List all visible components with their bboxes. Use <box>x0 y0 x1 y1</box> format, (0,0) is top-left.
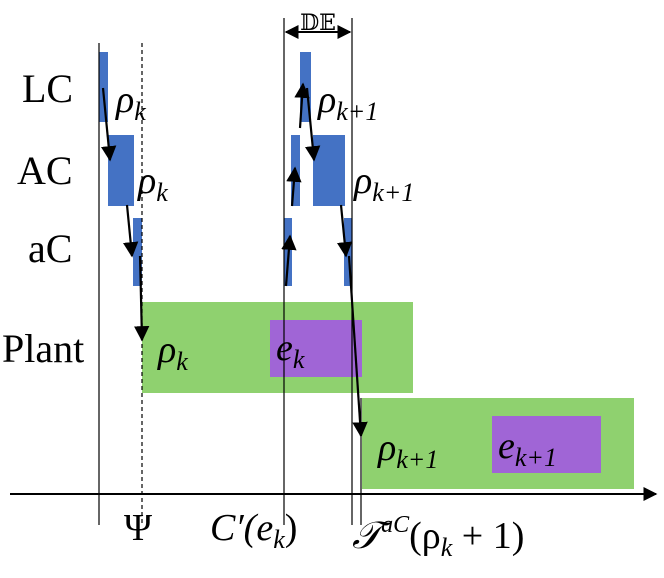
arrow-ac-aclow-1 <box>122 204 139 258</box>
ac-block-1 <box>108 135 134 206</box>
row-label-ac: AC <box>17 148 73 193</box>
arrow-ac-aclow-2 <box>336 204 353 258</box>
rho-k-ac: ρk <box>137 160 168 207</box>
rho-k-lc: ρk <box>115 79 146 126</box>
delay-label: 𝔻𝔼 <box>300 10 336 35</box>
arrow-up-ac-lc <box>294 82 310 129</box>
event-box-k <box>270 320 362 377</box>
arrow-aclow-plant-1 <box>133 255 150 342</box>
arrow-aclow-plant-2 <box>347 255 368 438</box>
lc-block-1 <box>99 52 108 122</box>
e-k-label: ek <box>276 327 305 374</box>
row-label-aclow: aC <box>28 226 72 271</box>
rho-k1-ac: ρk+1 <box>353 160 414 207</box>
rho-k1-plant: ρk+1 <box>377 427 438 474</box>
axis-label-c-prime: C′(ek) <box>210 507 297 554</box>
row-label-plant: Plant <box>2 326 84 371</box>
ac-block-2b <box>313 135 345 206</box>
e-k1-label: ek+1 <box>498 425 557 472</box>
row-label-lc: LC <box>22 66 73 111</box>
arrow-lc-ac-2 <box>304 87 321 162</box>
arrow-lc-ac-1 <box>100 87 117 162</box>
rho-k-plant: ρk <box>157 329 188 376</box>
arrow-up-aclow-ac <box>281 234 297 287</box>
rho-k1-lc: ρk+1 <box>317 79 378 126</box>
event-box-k1 <box>492 416 601 473</box>
axis-label-t-ac: 𝒯aC(ρk + 1) <box>352 512 524 562</box>
arrow-up-ac-ac <box>286 166 302 207</box>
axis-label-psi: Ψ <box>124 507 152 549</box>
